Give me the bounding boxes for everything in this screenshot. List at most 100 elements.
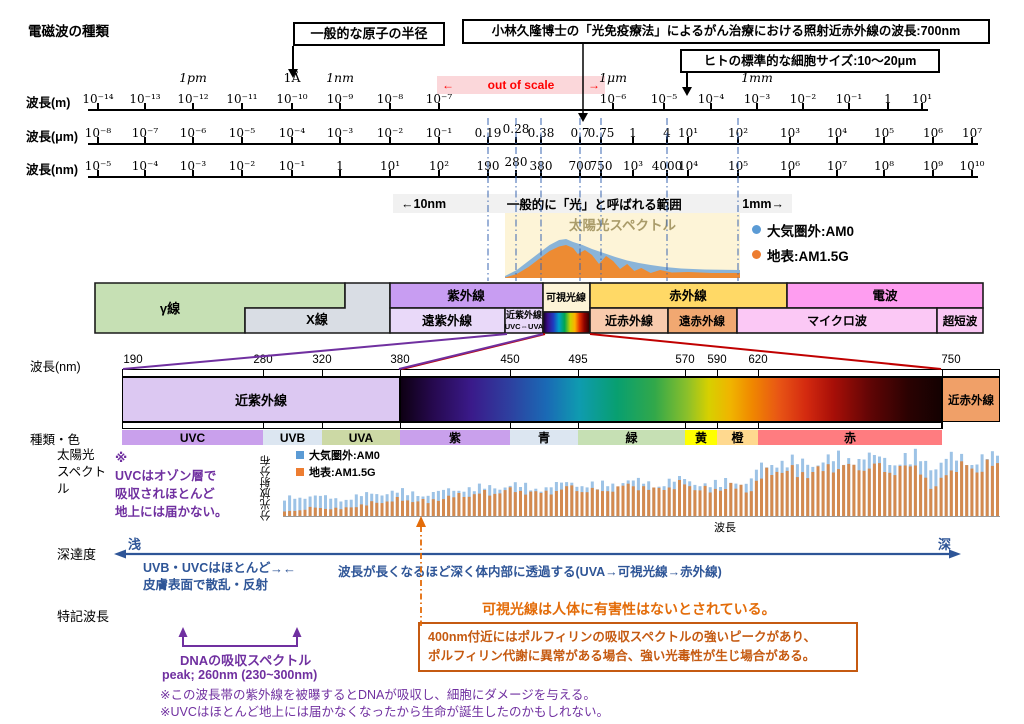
light-range-bar: ←10nm 一般的に「光」と呼ばれる範囲 1mm→ <box>393 194 792 213</box>
zoom-tick-label: 450 <box>500 354 520 366</box>
category-segment: 青 <box>510 430 578 445</box>
spectrum-bar-am15g <box>288 510 292 517</box>
em-band-label: 電波 <box>872 288 898 303</box>
scale-tick-label: 10⁻³ <box>326 126 354 140</box>
callout-arrowhead-icon <box>578 113 588 122</box>
em-band-label: 遠紫外線 <box>422 313 473 328</box>
spectrum-bar-am15g <box>626 483 630 517</box>
spectrum-bar-am15g <box>672 489 676 517</box>
spectrum-bar-am15g <box>754 480 758 517</box>
spectrum-bar-am15g <box>837 469 840 517</box>
scale-tick-mark <box>971 137 973 143</box>
shallow-label: 浅 <box>128 537 142 552</box>
spectrum-bar-am15g <box>698 490 702 517</box>
uvb-scatter-note: UVB・UVCはほとんど 皮膚表面で散乱・反射 <box>143 561 271 592</box>
spectrum-bar-am15g <box>749 491 753 517</box>
spectrum-bar-am15g <box>554 491 558 517</box>
zoom-ruler-top <box>122 369 1000 377</box>
scale-tick-label: 10⁻² <box>376 126 404 140</box>
scale-tick-label: 10⁸ <box>873 159 895 173</box>
spectrum-bar-am15g <box>924 477 928 517</box>
scale-tick-label: 10⁻⁸ <box>376 92 404 106</box>
category-segment: 緑 <box>578 430 685 445</box>
scale-tick-label: 10¹ <box>677 126 699 140</box>
scale-tick-mark <box>97 103 99 109</box>
spectrum-bar-am15g <box>795 477 799 517</box>
scale-tick-label: 10⁻² <box>228 159 256 173</box>
spectrum-bar-am15g <box>913 465 917 517</box>
spectrum-bar-am0 <box>288 495 292 517</box>
spectrum-bar-am15g <box>385 501 389 517</box>
spectrum-bar-am15g <box>713 488 717 517</box>
spectrum-bar-am15g <box>313 507 317 517</box>
solar-mini-svg <box>505 239 740 278</box>
scale-tick-mark <box>789 170 791 176</box>
em-band-shape-9 <box>667 307 738 334</box>
dna-peak-label: peak; 260nm (230~300nm) <box>162 668 318 682</box>
scale-tick-mark <box>438 170 440 176</box>
spectrum-bar-am15g <box>898 466 902 517</box>
scale-tick-label: 10⁻⁸ <box>84 126 112 140</box>
scale-tick-mark <box>687 170 689 176</box>
scale-tick-label: 10⁴ <box>826 126 848 140</box>
scale-tick-mark <box>291 137 293 143</box>
scale-row-label-m: 波長(m) <box>26 96 71 110</box>
spectrum-bar-am15g <box>298 510 302 517</box>
scale-tick-label: 10⁻³ <box>743 92 771 106</box>
spectrum-bar-am15g <box>606 491 610 517</box>
scale-upper-label: 1μm <box>599 70 627 85</box>
scale-tick-label: 10¹⁰ <box>959 159 985 173</box>
spectrum-bar-am15g <box>359 504 363 517</box>
spectrum-bar-am15g <box>436 500 440 517</box>
left-arrow-icon: ← <box>442 78 454 92</box>
spectrum-bar-am15g <box>744 492 748 517</box>
dna-bracket <box>182 631 298 647</box>
spectrum-bar-am0 <box>308 496 312 517</box>
solar-chart-y-axis-label: 分光放射分布 <box>260 455 272 521</box>
solar-mini-title: 太陽光スペクトル <box>568 218 677 233</box>
category-segment: 黄 <box>685 430 717 445</box>
scale-upper-label: 1pm <box>179 70 207 85</box>
scale-tick-label: 10⁻⁴ <box>131 159 159 173</box>
scale-tick-label: 10⁻⁷ <box>425 92 453 106</box>
spectrum-bar-am15g <box>575 491 579 517</box>
scale-tick-label: 10⁶ <box>922 126 944 140</box>
zoom-ruler-tick <box>122 369 124 377</box>
spectrum-bar-am15g <box>549 494 553 517</box>
scale-tick-label: 10⁻⁷ <box>131 126 159 140</box>
spectrum-bar-am15g <box>816 466 820 517</box>
spectrum-bar-am15g <box>544 490 548 517</box>
scale-tick-mark <box>192 137 194 143</box>
em-band-label: 近赤外線 <box>605 313 653 328</box>
spectrum-bar-am15g <box>493 493 497 517</box>
spectrum-bar-am15g <box>929 488 933 517</box>
category-segment: 紫 <box>400 430 510 445</box>
light-range-right: 1mm→ <box>742 196 784 211</box>
em-band-shape-3 <box>389 307 506 334</box>
spectrum-bar-am15g <box>657 487 661 517</box>
em-band-label: 紫外線 <box>447 288 485 303</box>
spectrum-bar-am15g <box>688 486 692 517</box>
spectrum-bar-am15g <box>354 507 358 517</box>
zoom-ruler-tick <box>510 422 512 429</box>
callout-atomic-radius-text: 一般的な原子の半径 <box>310 26 428 41</box>
spectrum-bar-am15g <box>611 491 615 517</box>
em-band-label: γ線 <box>160 301 181 316</box>
spectrum-bar-am15g <box>585 492 589 517</box>
scale-tick-mark <box>97 137 99 143</box>
spectrum-bar-am15g <box>483 490 487 517</box>
zoom-ruler-tick <box>685 422 687 429</box>
spectrum-bar-am15g <box>519 490 522 517</box>
spectrum-bar-am15g <box>590 487 594 517</box>
scale-tick-mark <box>241 103 243 109</box>
scale-tick-mark <box>339 137 341 143</box>
zoom-ruler-tick <box>685 369 687 377</box>
scale-tick-label: 10⁷ <box>961 126 983 140</box>
spectrum-bar-am15g <box>411 502 415 517</box>
scale-upper-label: 1mm <box>741 70 773 85</box>
callout-cell-size-text: ヒトの標準的な細胞サイズ:10～20μm <box>703 54 917 68</box>
solar-spectrum-mini-chart: 太陽光スペクトル <box>505 213 740 278</box>
page-title: 電磁波の種類 <box>28 24 109 39</box>
special-wavelength-label: 特記波長 <box>57 609 110 624</box>
